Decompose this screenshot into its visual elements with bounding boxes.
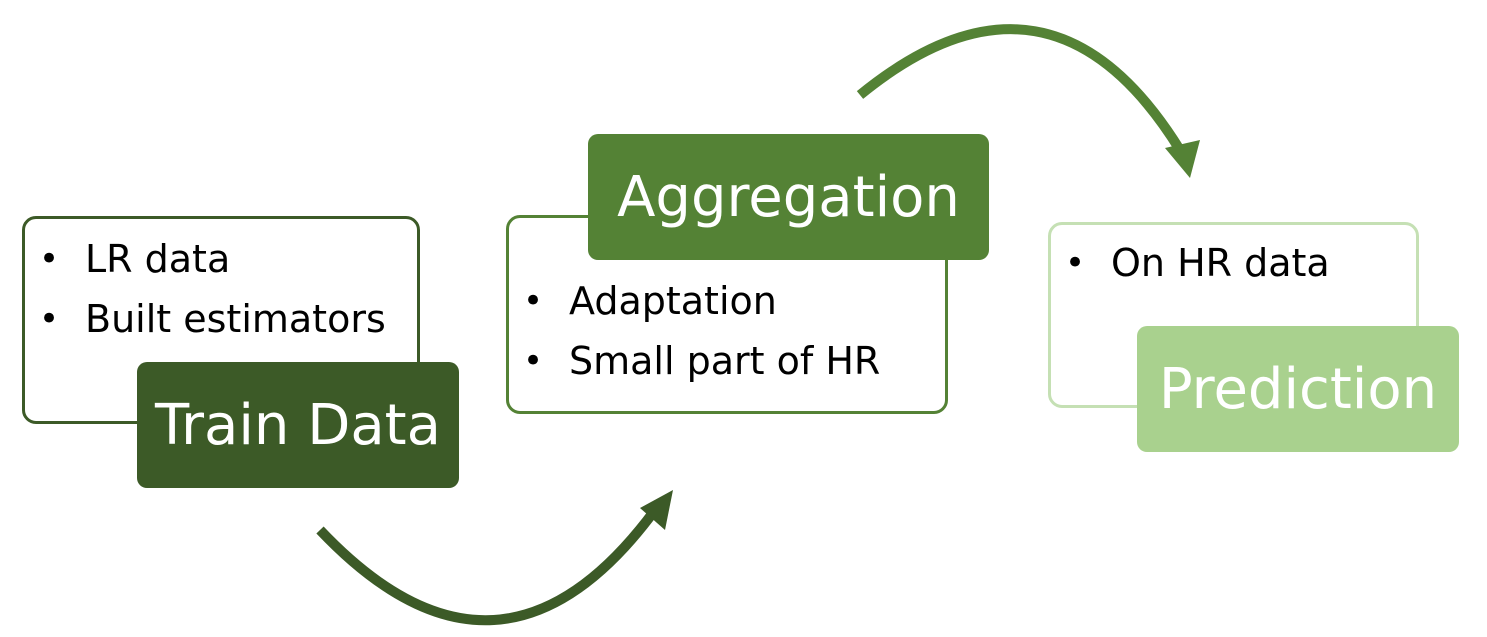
- bullet-adaptation: Adaptation: [509, 271, 945, 331]
- train-data-bullets: LR data Built estimators: [25, 219, 417, 349]
- bullet-lr-data: LR data: [25, 229, 417, 289]
- aggregation-bullets: Adaptation Small part of HR: [509, 218, 945, 391]
- aggregation-label: Aggregation: [588, 134, 989, 260]
- bullet-on-hr-data: On HR data: [1051, 233, 1416, 293]
- arrow-aggregation-to-prediction: [856, 24, 1200, 178]
- bullet-built-estimators: Built estimators: [25, 289, 417, 349]
- bullet-small-part-of-hr: Small part of HR: [509, 331, 945, 391]
- train-data-label: Train Data: [137, 362, 459, 488]
- arrow-train-to-aggregation: [316, 490, 673, 626]
- prediction-bullets: On HR data: [1051, 225, 1416, 293]
- prediction-label: Prediction: [1137, 326, 1459, 452]
